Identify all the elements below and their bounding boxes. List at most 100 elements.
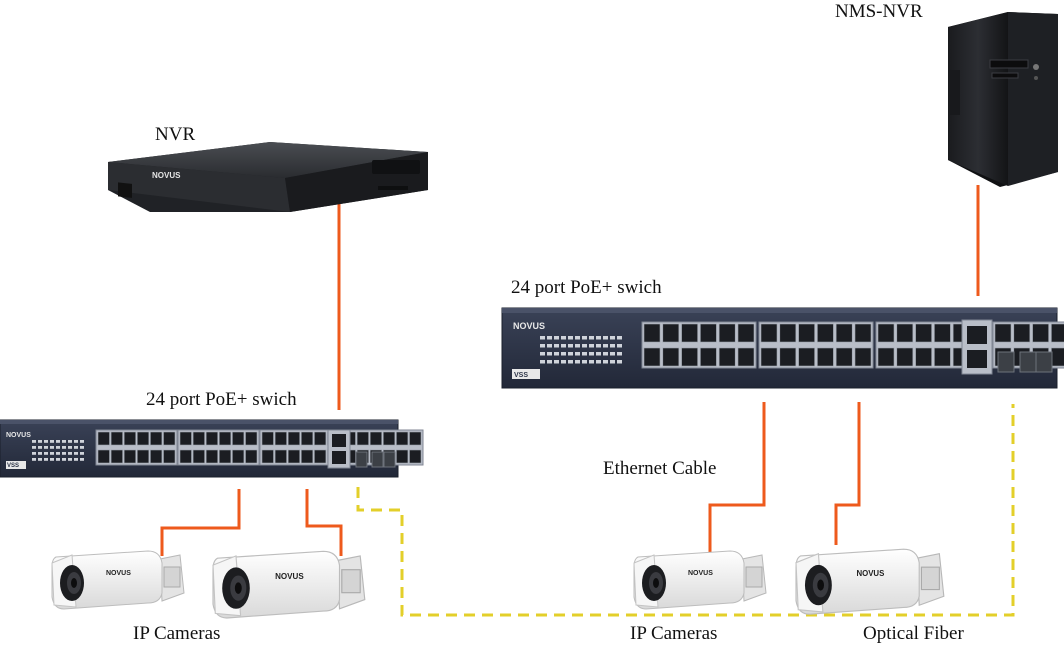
rj45-port xyxy=(300,431,314,446)
rj45-port xyxy=(915,323,932,343)
switch-right-logo: NOVUS xyxy=(513,321,545,331)
camera-logo: NOVUS xyxy=(688,570,713,577)
rj45-port xyxy=(314,449,327,464)
rj45-port xyxy=(915,347,932,367)
rj45-port xyxy=(798,323,815,343)
rj45-port xyxy=(274,431,287,446)
rj45-port xyxy=(179,449,192,464)
rj45-port xyxy=(409,449,422,464)
rj45-port xyxy=(700,347,717,367)
rj45-port xyxy=(274,449,287,464)
switch-left: NOVUS VSS xyxy=(0,419,424,478)
switch-left-label: 24 port PoE+ swich xyxy=(146,389,297,410)
rj45-port xyxy=(681,323,698,343)
rj45-port xyxy=(163,431,176,446)
nvr-logo: NOVUS xyxy=(152,171,181,180)
rj45-port xyxy=(356,431,369,446)
rj45-port xyxy=(205,449,218,464)
rj45-port xyxy=(934,347,951,367)
optical-fiber-label: Optical Fiber xyxy=(863,623,964,644)
sfp-port xyxy=(371,451,384,468)
rj45-port xyxy=(192,431,205,446)
rj45-port xyxy=(1032,323,1049,343)
rj45-port xyxy=(409,431,422,446)
ip-cameras-right-label: IP Cameras xyxy=(630,623,718,644)
switch-right: NOVUS VSS xyxy=(501,307,1064,389)
rj45-port xyxy=(718,323,736,343)
ip-camera-2: NOVUS xyxy=(212,550,366,619)
sfp-port xyxy=(1019,351,1037,373)
rj45-port xyxy=(245,449,258,464)
rj45-port xyxy=(798,347,815,367)
rj45-port xyxy=(219,431,232,446)
rj45-port xyxy=(877,347,895,367)
rj45-port xyxy=(760,347,778,367)
fiber-cable xyxy=(356,404,1015,617)
rj45-port xyxy=(163,449,176,464)
rj45-port xyxy=(737,347,755,367)
rj45-port xyxy=(662,347,680,367)
camera-logo: NOVUS xyxy=(856,569,884,578)
switch-right-label: 24 port PoE+ swich xyxy=(511,277,662,298)
rj45-port xyxy=(97,431,110,446)
rj45-port xyxy=(835,347,853,367)
rj45-port xyxy=(192,449,205,464)
rj45-port xyxy=(287,431,301,446)
switch-right-vss: VSS xyxy=(514,372,528,379)
rj45-port xyxy=(854,323,872,343)
rj45-port xyxy=(835,323,853,343)
rj45-port xyxy=(737,323,755,343)
ip-cameras-left-label: IP Cameras xyxy=(133,623,221,644)
rj45-port xyxy=(232,449,245,464)
rj45-port xyxy=(700,323,717,343)
ethernet-cables xyxy=(160,185,980,556)
camera-logo: NOVUS xyxy=(275,572,304,581)
rj45-port xyxy=(97,449,110,464)
rj45-port xyxy=(396,449,409,464)
rj45-port xyxy=(219,449,232,464)
ethernet-cable-label: Ethernet Cable xyxy=(603,458,717,479)
rj45-port xyxy=(110,431,123,446)
rj45-port xyxy=(817,323,834,343)
switch-left-logo: NOVUS xyxy=(6,432,31,439)
rj45-port xyxy=(261,449,274,464)
rj45-port xyxy=(150,431,163,446)
nms-nvr-label: NMS-NVR xyxy=(835,1,923,22)
rj45-port xyxy=(232,431,245,446)
rj45-port xyxy=(396,431,409,446)
rj45-port xyxy=(643,323,661,343)
rj45-port xyxy=(314,431,327,446)
rj45-port xyxy=(123,449,136,464)
sfp-port xyxy=(383,451,396,468)
rj45-port xyxy=(1051,347,1064,367)
rj45-port xyxy=(245,431,258,446)
ip-camera-1: NOVUS xyxy=(51,550,185,610)
rj45-port xyxy=(261,431,274,446)
rj45-port xyxy=(934,323,951,343)
rj45-port xyxy=(300,449,314,464)
rj45-port xyxy=(110,449,123,464)
camera-logo: NOVUS xyxy=(106,570,131,577)
rj45-port xyxy=(896,323,914,343)
rj45-port xyxy=(382,431,396,446)
rj45-port xyxy=(205,431,218,446)
rj45-port xyxy=(179,431,192,446)
rj45-port xyxy=(718,347,736,367)
rj45-port xyxy=(854,347,872,367)
sfp-port xyxy=(1035,351,1053,373)
rj45-port xyxy=(896,347,914,367)
rj45-port xyxy=(137,431,150,446)
nvr-device: NOVUS xyxy=(108,142,428,212)
rj45-port xyxy=(681,347,698,367)
rj45-port xyxy=(137,449,150,464)
rj45-port xyxy=(877,323,895,343)
rj45-port xyxy=(287,449,301,464)
rj45-port xyxy=(1051,323,1064,343)
rj45-port xyxy=(369,431,383,446)
rj45-port xyxy=(150,449,163,464)
rj45-port xyxy=(123,431,136,446)
sfp-port xyxy=(355,451,368,468)
ip-camera-4: NOVUS xyxy=(795,548,945,615)
sfp-port xyxy=(997,351,1015,373)
